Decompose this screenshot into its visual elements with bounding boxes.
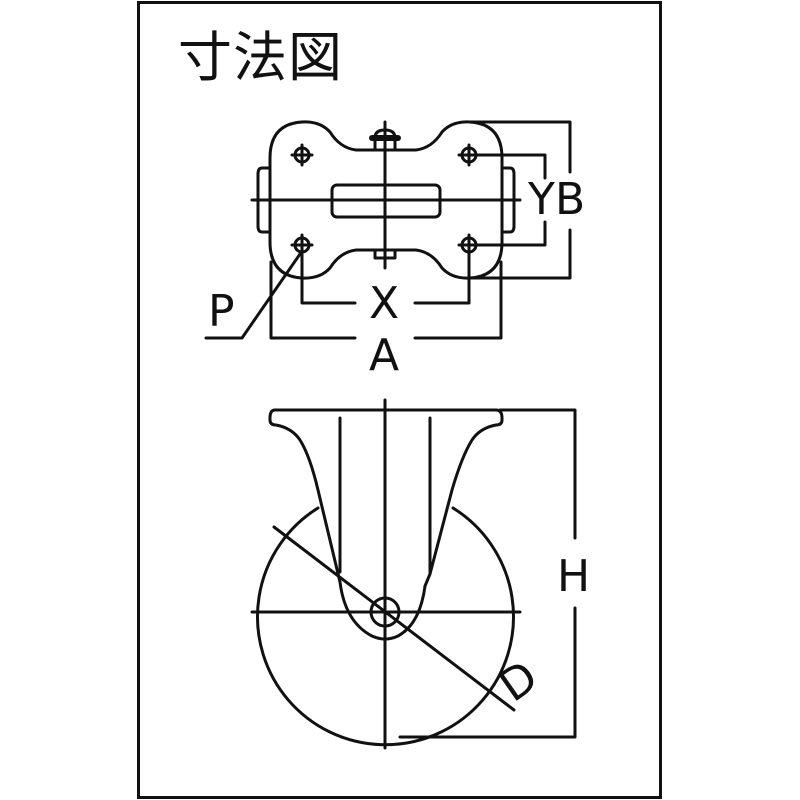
xa-dimension-lines [269,243,503,340]
side-view-bracket [268,408,504,641]
p-leader-line [204,252,302,340]
drawing-title: 寸法図 [178,26,343,89]
label-h: H [557,551,591,602]
label-y: Y [528,174,555,225]
d-diameter-line [272,525,516,712]
side-view-centerlines [250,398,522,750]
label-p: P [208,286,235,337]
label-a: A [369,330,400,381]
label-b: B [555,174,586,225]
h-dimension-lines [398,408,577,739]
yb-dimension-lines [467,120,572,280]
top-view-centerlines [250,120,522,270]
label-x: X [369,278,400,329]
